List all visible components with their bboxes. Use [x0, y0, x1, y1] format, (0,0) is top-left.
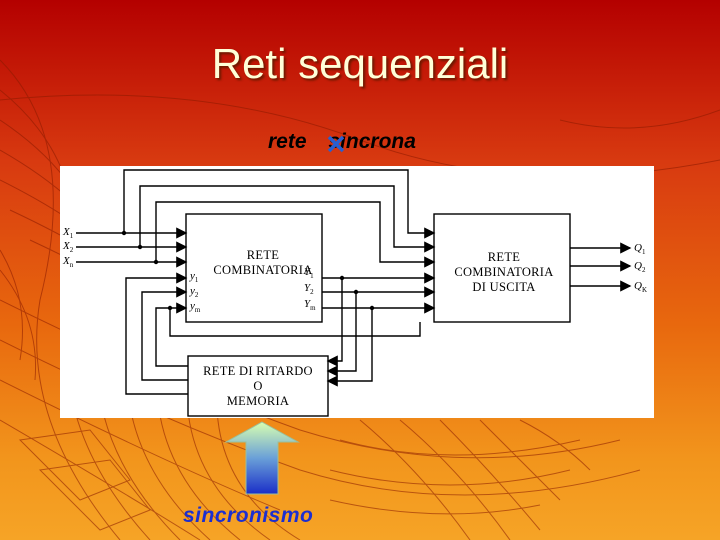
block-uscita-box — [433, 213, 571, 323]
diagram-wires — [76, 169, 632, 417]
input-xn-label: Xn — [63, 255, 74, 270]
block-uscita-label: RETE COMBINATORIA DI USCITA — [446, 250, 562, 295]
state-Y2-label: Y2 — [304, 282, 314, 297]
block-uscita-line-2: COMBINATORIA — [454, 265, 554, 279]
strike-x-icon — [327, 135, 345, 153]
sync-up-arrow-icon — [224, 421, 300, 495]
block-uscita-line-3: DI USCITA — [472, 280, 536, 294]
block-memoria-line-3: MEMORIA — [226, 394, 290, 408]
output-q2-label: Q2 — [634, 260, 646, 275]
state-ym-label: ym — [190, 300, 201, 315]
block-combinatoria-box — [185, 213, 323, 323]
slide-subtitle: rete asincrona — [268, 130, 416, 154]
state-Ym-label: Ym — [304, 298, 316, 313]
block-uscita-line-1: RETE — [487, 250, 521, 264]
state-Y1-label: Y1 — [304, 266, 314, 281]
state-y2-label: y2 — [190, 285, 199, 300]
output-q1-label: Q1 — [634, 242, 646, 257]
block-memoria-line-1: RETE DI RITARDO — [203, 364, 313, 378]
sequential-network-diagram: RETE COMBINATORIA RETE COMBINATORIA DI U… — [60, 166, 654, 418]
input-x1-label: X1 — [63, 226, 74, 241]
sync-label: sincronismo — [183, 504, 314, 527]
block-memoria-label: RETE DI RITARDO O MEMORIA — [194, 364, 322, 409]
subtitle-suffix: sincrona — [328, 130, 416, 153]
block-combinatoria-label: RETE COMBINATORIA — [208, 248, 318, 278]
block-memoria-line-2: O — [253, 379, 263, 393]
input-x2-label: X2 — [63, 240, 74, 255]
slide-title: Reti sequenziali — [211, 40, 509, 87]
subtitle-prefix: rete — [268, 130, 307, 153]
state-y1-label: y1 — [190, 270, 199, 285]
block-combinatoria-line-2: COMBINATORIA — [213, 263, 313, 277]
block-combinatoria-line-1: RETE — [246, 248, 280, 262]
output-qk-label: QK — [634, 280, 648, 295]
